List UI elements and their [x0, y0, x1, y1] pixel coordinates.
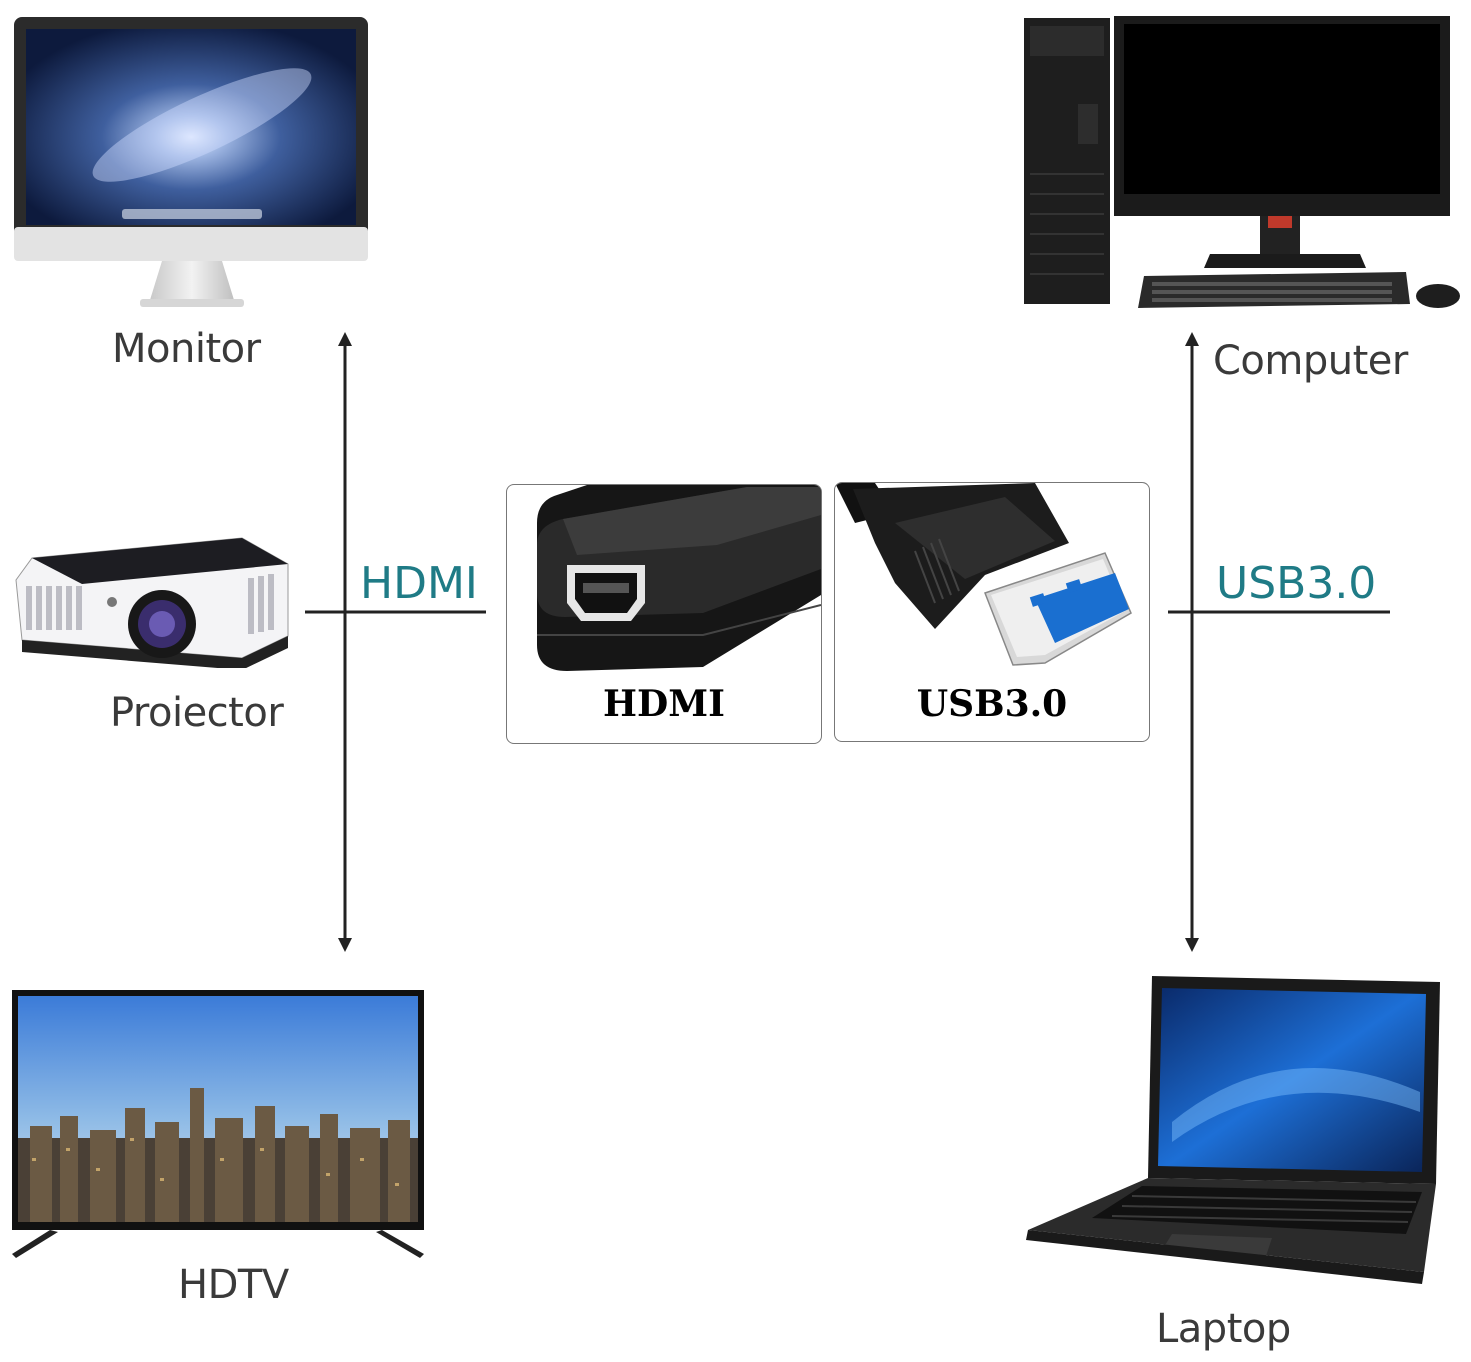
hdtv-label: HDTV — [178, 1262, 289, 1308]
usb-plug-card: USB3.0 — [834, 482, 1150, 742]
laptop-label: Laptop — [1156, 1306, 1291, 1352]
hdtv-image — [10, 988, 430, 1260]
usb-plug-image — [835, 483, 1132, 666]
monitor-image — [12, 15, 372, 315]
right-connector — [1160, 330, 1400, 955]
hdmi-port-card: HDMI — [506, 484, 822, 744]
hdmi-card-label: HDMI — [603, 683, 725, 725]
computer-label: Computer — [1213, 338, 1408, 384]
hdmi-port-image — [537, 485, 821, 671]
computer-image — [1020, 14, 1470, 314]
laptop-image — [1022, 972, 1447, 1292]
projector-label: Proiector — [110, 690, 284, 736]
usb-interface-label: USB3.0 — [1216, 558, 1377, 609]
monitor-label: Monitor — [112, 326, 261, 372]
projector-image — [12, 528, 292, 668]
hdmi-interface-label: HDMI — [360, 558, 478, 609]
usb-card-label: USB3.0 — [916, 683, 1068, 725]
left-connector — [300, 330, 500, 955]
